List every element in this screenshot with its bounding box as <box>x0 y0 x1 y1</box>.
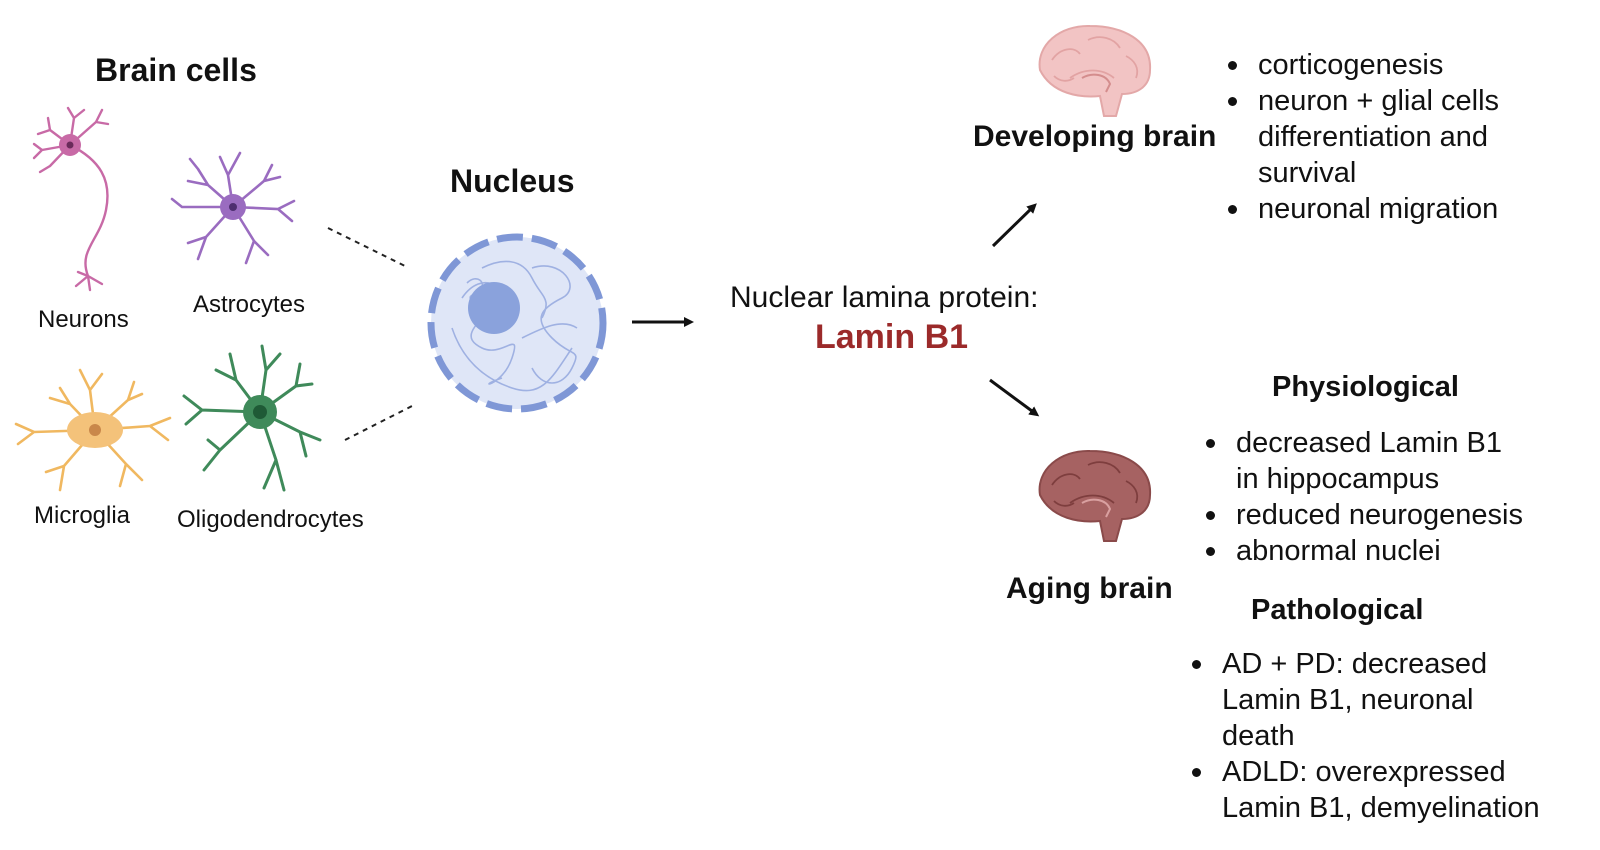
list-item: ADLD: overexpressed Lamin B1, demyelinat… <box>1186 754 1562 826</box>
list-item: reduced neurogenesis <box>1200 497 1560 533</box>
physiological-heading: Physiological <box>1272 371 1459 403</box>
oligodendrocyte-icon <box>182 344 322 492</box>
neurons-label: Neurons <box>38 306 129 333</box>
nucleus-icon <box>427 233 607 413</box>
physiological-bullet-list: decreased Lamin B1 in hippocampus reduce… <box>1200 425 1560 569</box>
pathological-heading: Pathological <box>1251 594 1424 626</box>
brain-cells-title: Brain cells <box>95 52 257 88</box>
aging-brain-icon <box>1038 449 1152 542</box>
developing-brain-icon <box>1038 24 1152 117</box>
list-item: abnormal nuclei <box>1200 533 1560 569</box>
list-item: neuron + glial cells differentiation and… <box>1222 83 1552 191</box>
lamin-b1-label: Lamin B1 <box>815 318 969 356</box>
lamina-protein-label: Nuclear lamina protein: <box>730 281 1039 314</box>
astrocyte-icon <box>170 151 296 265</box>
developing-bullet-list: corticogenesis neuron + glial cells diff… <box>1222 47 1552 227</box>
list-item: corticogenesis <box>1222 47 1552 83</box>
list-item: decreased Lamin B1 in hippocampus <box>1200 425 1526 497</box>
list-item: neuronal migration <box>1222 191 1552 227</box>
astrocytes-label: Astrocytes <box>193 291 306 318</box>
list-item: AD + PD: decreased Lamin B1, neuronal de… <box>1186 646 1522 754</box>
neuron-icon <box>32 106 110 292</box>
developing-brain-label: Developing brain <box>973 120 1217 153</box>
oligodendrocytes-label: Oligodendrocytes <box>177 506 364 533</box>
microglia-icon <box>14 368 172 492</box>
microglia-label: Microglia <box>34 502 131 529</box>
aging-brain-label: Aging brain <box>1006 572 1173 605</box>
nucleus-title: Nucleus <box>450 163 575 199</box>
pathological-bullet-list: AD + PD: decreased Lamin B1, neuronal de… <box>1186 646 1576 826</box>
